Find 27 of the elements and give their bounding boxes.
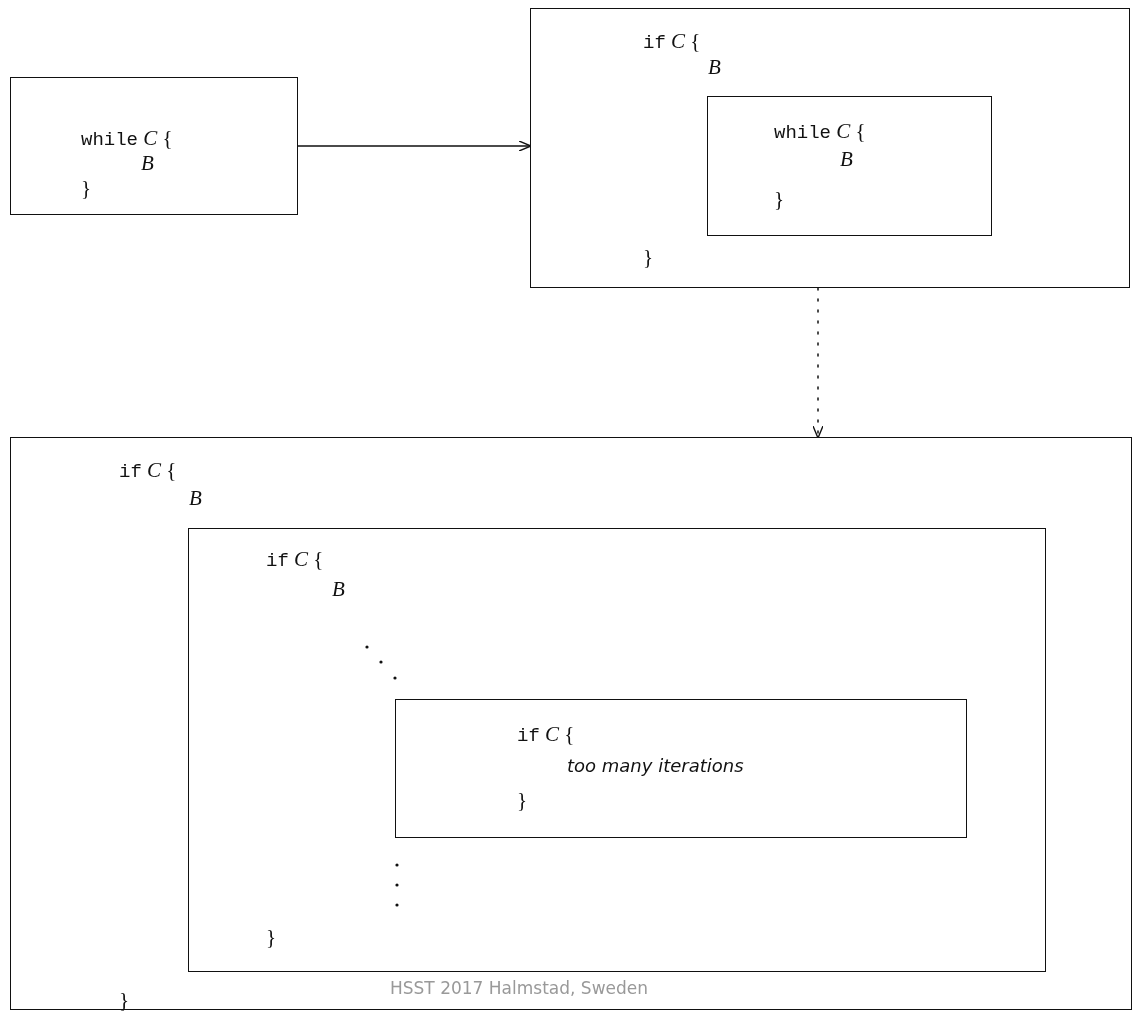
code-line: if C { (643, 29, 701, 55)
code-line: } (119, 988, 130, 1012)
arrow (812, 287, 824, 439)
code-line: } (266, 925, 277, 949)
code-line: B (840, 147, 853, 171)
code-block-box (10, 437, 1132, 1010)
code-line: B (141, 151, 154, 175)
arrow (297, 140, 532, 152)
code-line: while C { (774, 119, 866, 145)
code-block-box (10, 77, 298, 215)
code-line: } (517, 788, 528, 812)
code-block-box (188, 528, 1046, 972)
code-line: } (774, 187, 785, 211)
code-block-box (707, 96, 992, 236)
code-line: while C { (81, 126, 173, 152)
code-line: B (332, 577, 345, 601)
code-line: } (643, 245, 654, 269)
code-line: } (81, 176, 92, 200)
code-line: if C { (266, 547, 324, 573)
code-line: B (189, 486, 202, 510)
code-line: if C { (517, 722, 575, 748)
code-line: B (708, 55, 721, 79)
code-block-box (395, 699, 967, 838)
code-block-box (530, 8, 1130, 288)
footer-note: HSST 2017 Halmstad, Sweden (390, 978, 649, 998)
code-line: if C { (119, 458, 177, 484)
code-line: too many iterations (567, 754, 744, 778)
